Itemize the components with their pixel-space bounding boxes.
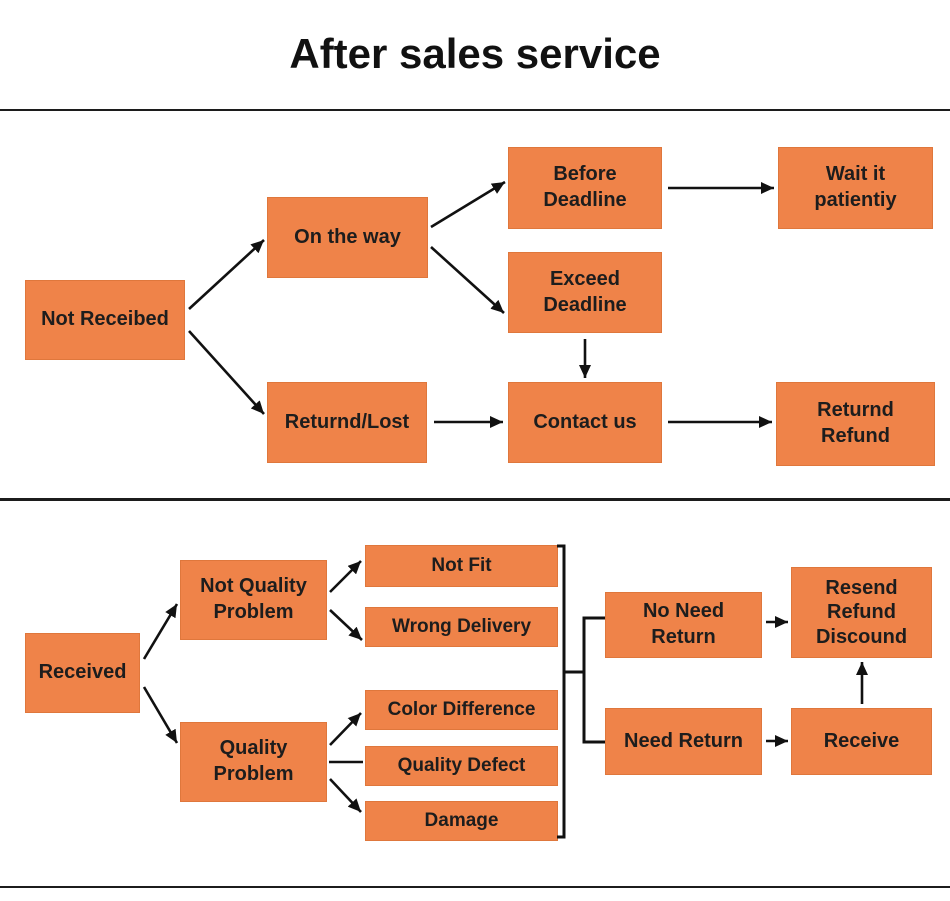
page-title: After sales service [289,30,661,77]
node-need-return: Need Return [605,708,762,775]
arrow-quality-to-damage [329,778,362,813]
title-divider-line [0,109,950,111]
node-quality-defect: Quality Defect [365,746,558,786]
arrow-not-quality-to-not-fit [329,560,362,593]
node-no-need-return: No Need Return [605,592,762,658]
arrow-on-the-way-to-exceed-deadline [430,246,505,314]
arrow-not-quality-to-wrong-delivery [329,609,363,641]
bottom-divider-line [0,886,950,888]
arrow-on-the-way-to-before-deadline [430,180,506,229]
node-not-quality-problem: Not Quality Problem [180,560,327,640]
node-received: Received [25,633,140,713]
node-quality-problem: Quality Problem [180,722,327,802]
outcomes-bracket [557,544,566,839]
node-returned-lost: Returnd/Lost [267,382,427,463]
node-before-deadline: Before Deadline [508,147,662,229]
node-wrong-delivery: Wrong Delivery [365,607,558,647]
node-wait-it-patiently: Wait it patientiy [778,147,933,229]
arrow-not-received-to-on-the-way [188,239,265,310]
node-not-received: Not Receibed [25,280,185,360]
node-damage: Damage [365,801,558,841]
arrow-received-to-not-quality-problem [142,603,179,660]
node-contact-us: Contact us [508,382,662,463]
arrow-not-received-to-returned-lost [188,330,265,415]
node-on-the-way: On the way [267,197,428,278]
arrow-received-to-quality-problem [142,686,179,744]
node-receive: Receive [791,708,932,775]
node-not-fit: Not Fit [365,545,558,587]
node-color-difference: Color Difference [365,690,558,730]
section-divider-line [0,498,950,501]
bracket-branch-to-returns [582,616,605,744]
node-returned-refund: Returnd Refund [776,382,935,466]
node-exceed-deadline: Exceed Deadline [508,252,662,333]
node-resend-refund-discount: Resend Refund Discound [791,567,932,658]
arrow-quality-to-color-difference [329,712,362,746]
